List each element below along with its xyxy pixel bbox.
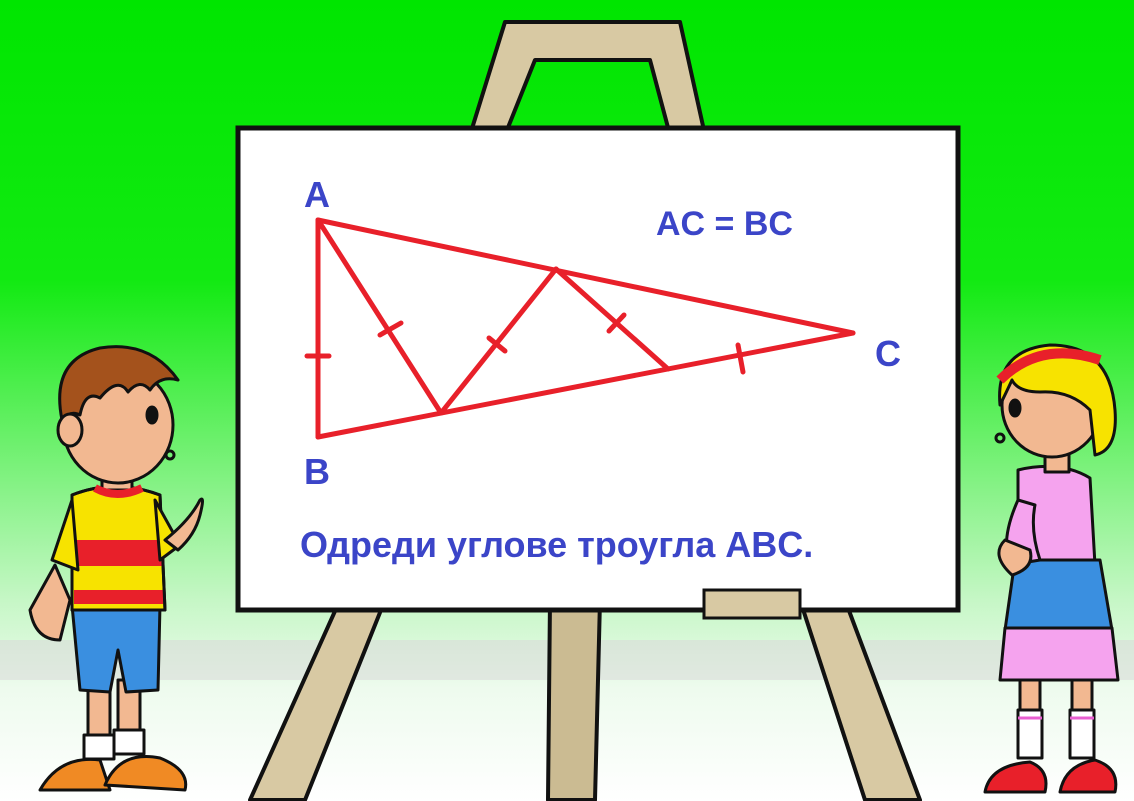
whiteboard	[235, 125, 961, 620]
board-tray	[702, 588, 802, 620]
tick-mark	[735, 342, 746, 375]
vertex-c-label: C	[875, 333, 901, 374]
segment-d1-e1	[438, 266, 559, 416]
easel	[248, 20, 922, 801]
task-text: Одреди углове троугла ABC.	[300, 524, 813, 565]
girl-figure	[983, 343, 1120, 794]
boy-figure	[28, 345, 204, 792]
segment-e1-d2	[553, 266, 671, 372]
vertex-a-label: A	[304, 174, 330, 215]
side-ac	[315, 217, 856, 336]
tick-mark	[606, 312, 627, 334]
triangle-figure	[304, 217, 856, 440]
segment-a-d1	[315, 217, 444, 416]
tick-mark	[377, 320, 404, 338]
side-bc	[315, 330, 856, 440]
tick-mark	[486, 335, 508, 354]
condition-text: AC = BC	[656, 205, 793, 243]
vertex-b-label: B	[304, 451, 330, 492]
